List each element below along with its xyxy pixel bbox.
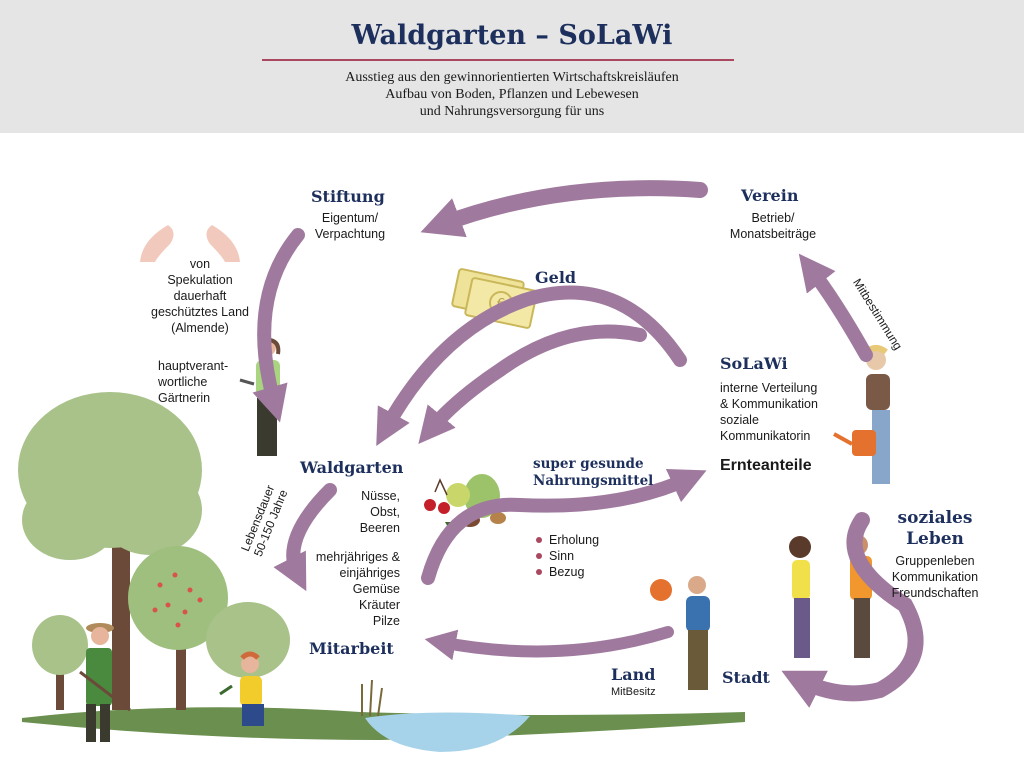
node-waldgarten-line: Nüsse, [361, 489, 400, 503]
node-waldgarten-text-2: mehrjähriges & einjähriges Gemüse Kräute… [300, 549, 400, 629]
woman-with-watering-can-figure [833, 345, 890, 484]
node-verein-line: Monatsbeiträge [729, 227, 817, 241]
node-solawi-line: & Kommunikation [720, 397, 818, 411]
node-nahrung-title: super gesunde Nahrungsmittel [533, 456, 653, 490]
node-waldgarten-title: Waldgarten [300, 458, 404, 477]
node-soziales-leben-line: Gruppenleben [895, 554, 975, 568]
reeds-icon [361, 679, 383, 717]
header-banner [0, 0, 1024, 133]
note-almende-line: dauerhaft [173, 289, 227, 303]
node-solawi-line: Kommunikatorin [720, 429, 811, 443]
page-subtitle: Ausstieg aus den gewinnorientierten Wirt… [0, 69, 1024, 120]
hands-icon [140, 225, 240, 262]
note-almende-line: Spekulation [167, 273, 233, 287]
bullet-item: Sinn [536, 548, 599, 564]
node-solawi-line: soziale [720, 413, 759, 427]
arrow-solawi-verein [798, 253, 873, 362]
arrow-stiftung-waldgarten [252, 228, 305, 423]
title-divider [262, 59, 734, 61]
trees-icon [18, 392, 290, 710]
bullet-item: Bezug [536, 564, 599, 580]
node-waldgarten-line: Obst, [370, 505, 400, 519]
node-soziales-leben-line: Kommunikation [891, 570, 979, 584]
node-solawi-title: SoLaWi [720, 354, 788, 373]
page-title: Waldgarten – SoLaWi [351, 20, 673, 51]
node-waldgarten-line: Pilze [372, 614, 400, 628]
subtitle-line: Aufbau von Boden, Pflanzen und Lebewesen [385, 87, 639, 102]
note-gaertnerin-line: hauptverant- [158, 359, 229, 373]
child-figure [219, 651, 264, 726]
node-nahrung-title-line: Nahrungsmittel [533, 473, 654, 489]
arrow-geld-waldgarten-2 [418, 324, 647, 444]
node-solawi-line: interne Verteilung [720, 381, 818, 395]
ground-icon [22, 679, 745, 752]
arrows [252, 180, 924, 708]
note-almende-line: von [189, 257, 211, 271]
arrow-geld-waldgarten-1 [376, 285, 687, 446]
arrow-land-mitarbeit [424, 626, 674, 661]
woman-gardener-figure [79, 623, 131, 742]
arrow-soziales-leben-stadt [781, 512, 924, 708]
node-verein-title: Verein [741, 186, 799, 205]
node-waldgarten-line: Kräuter [359, 598, 400, 612]
node-stiftung-line: Eigentum/ [321, 211, 379, 225]
node-geld-title: Geld [535, 268, 577, 287]
note-gaertnerin-line: wortliche [158, 375, 208, 389]
node-soziales-leben-line: Freundschaften [891, 586, 979, 600]
note-gaertnerin: hauptverant- wortliche Gärtnerin [158, 358, 228, 406]
node-soziales-leben-title-line: Leben [906, 529, 964, 549]
node-stadt-title: Stadt [722, 668, 770, 687]
subtitle-line: Ausstieg aus den gewinnorientierten Wirt… [345, 70, 679, 85]
node-soziales-leben-title: soziales Leben [880, 508, 990, 550]
arrow-lebensdauer [273, 483, 337, 592]
node-stiftung-line: Verpachtung [314, 227, 386, 241]
node-verein-line: Betrieb/ [751, 211, 795, 225]
note-gaertnerin-line: Gärtnerin [158, 391, 211, 405]
node-waldgarten-line: Beeren [359, 521, 400, 535]
node-waldgarten-text-1: Nüsse, Obst, Beeren [330, 488, 400, 536]
node-mitarbeit-title: Mitarbeit [309, 639, 394, 658]
pond-icon [365, 712, 530, 752]
node-solawi-text: interne Verteilung & Kommunikation sozia… [720, 380, 818, 444]
node-land-title: Land [611, 665, 656, 684]
note-almende-line: geschütztes Land [151, 305, 249, 319]
note-almende: von Spekulation dauerhaft geschütztes La… [140, 256, 260, 336]
node-verein-text: Betrieb/ Monatsbeiträge [718, 210, 828, 242]
node-waldgarten-line: einjähriges [339, 566, 400, 580]
note-almende-line: (Almende) [171, 321, 229, 335]
node-soziales-leben-text: Gruppenleben Kommunikation Freundschafte… [880, 553, 990, 601]
node-nahrung-title-line: super gesunde [533, 456, 644, 472]
node-stiftung-text: Eigentum/ Verpachtung [300, 210, 400, 242]
node-ernteanteile-title: Ernteanteile [720, 457, 812, 474]
farmer-with-pumpkin-figure [650, 576, 710, 690]
node-stiftung-title: Stiftung [311, 187, 385, 206]
nahrung-bullet-list: Erholung Sinn Bezug [536, 532, 599, 580]
node-waldgarten-line: mehrjähriges & [315, 550, 400, 564]
bullet-item: Erholung [536, 532, 599, 548]
subtitle-line: und Nahrungsversorgung für uns [419, 104, 605, 119]
arrow-verein-stiftung [420, 180, 708, 238]
node-land-sub: MitBesitz [611, 686, 656, 698]
node-soziales-leben-title-line: soziales [897, 508, 973, 528]
arrow-waldgarten-ernteanteile [421, 469, 707, 585]
node-waldgarten-line: Gemüse [352, 582, 400, 596]
